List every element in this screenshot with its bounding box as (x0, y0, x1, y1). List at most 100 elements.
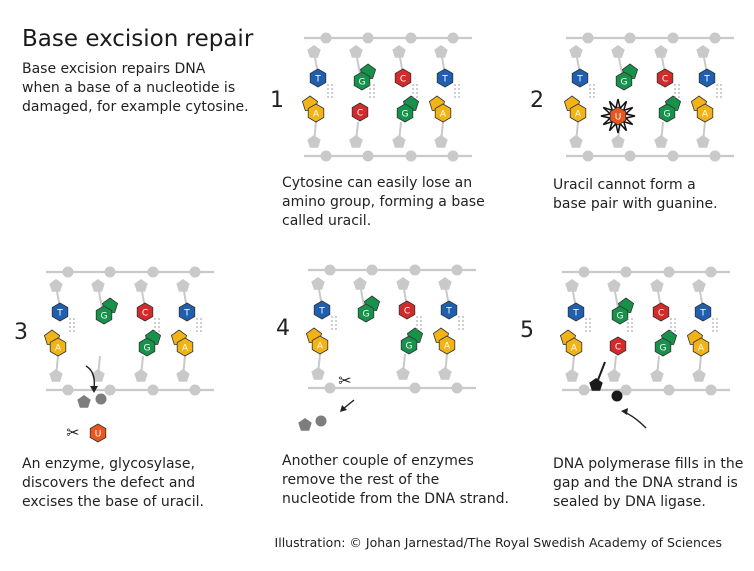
intro-line: when a base of a nucleotide is (22, 80, 236, 96)
caption-line: base pair with guanine. (553, 196, 718, 212)
caption-line: amino group, forming a base (282, 194, 485, 210)
phosphate-dot (582, 32, 594, 44)
base-letter: T (183, 309, 190, 319)
sugar-bond (440, 121, 444, 143)
purine-ring-large (311, 335, 329, 355)
phosphate-dot (62, 266, 74, 278)
phosphate-dot (362, 32, 374, 44)
base-letter: G (617, 312, 624, 322)
step-3-caption: An enzyme, glycosylase, discovers the de… (22, 455, 204, 512)
phosphate-dot (709, 32, 721, 44)
sugar-pentagon (298, 418, 312, 431)
arrow-curve (85, 365, 96, 389)
base-letter: A (571, 344, 578, 354)
purine-ring-large (696, 103, 714, 123)
pyrimidine-base (694, 302, 712, 322)
sugar-bond (698, 355, 702, 377)
purine-ring-large (434, 103, 452, 123)
sugar-bond (182, 355, 186, 377)
step-5-caption: DNA polymerase fills in the gap and the … (553, 455, 743, 512)
purine-ring-large (569, 103, 587, 123)
pyrimidine-base (313, 300, 331, 320)
base-letter: T (572, 309, 579, 319)
caption-line: sealed by DNA ligase. (553, 494, 706, 510)
base-letter: C (615, 343, 621, 353)
base-letter: U (615, 113, 622, 123)
pyrimidine-base (609, 106, 627, 126)
phosphate-dot (447, 150, 459, 162)
sugar-pentagon (176, 279, 190, 292)
intro-line: damaged, for example cytosine. (22, 99, 249, 115)
purine-ring-large (658, 103, 676, 123)
phosphate-dot (451, 382, 463, 394)
sugar-pentagon (396, 277, 410, 290)
sugar-pentagon (434, 45, 448, 58)
base-letter: A (702, 110, 709, 120)
purine-ring-large (353, 71, 371, 91)
sugar-bond (702, 121, 706, 143)
arrow-head (340, 405, 347, 412)
pyrimidine-base (309, 68, 327, 88)
caption-line: gap and the DNA strand is (553, 475, 738, 491)
caption-line: discovers the defect and (22, 475, 196, 491)
pyrimidine-base (398, 300, 416, 320)
step-3-number: 3 (14, 320, 28, 345)
base-letter: T (318, 307, 325, 317)
phosphate-dot (189, 384, 201, 396)
base-letter: A (55, 344, 62, 354)
step-4-number: 4 (276, 316, 290, 341)
phosphate-dot (95, 393, 107, 405)
sugar-bond (97, 355, 101, 377)
arrow-head (90, 386, 98, 393)
phosphate-dot (324, 382, 336, 394)
base-letter: C (142, 309, 148, 319)
phosphate-dot (611, 390, 623, 402)
base-letter: C (400, 75, 406, 85)
step-2-caption: Uracil cannot form a base pair with guan… (553, 176, 718, 214)
phosphate-dot (620, 266, 632, 278)
phosphate-dot (705, 384, 717, 396)
pyrimidine-base (89, 423, 107, 443)
sugar-bond (55, 355, 59, 377)
step-2-number: 2 (530, 88, 544, 113)
phosphate-dot (578, 266, 590, 278)
pyrimidine-base (136, 302, 154, 322)
arrow-curve (623, 411, 647, 429)
sugar-pentagon (650, 279, 664, 292)
purine-ring-large (396, 103, 414, 123)
phosphate-dot (405, 32, 417, 44)
purine-ring-large (654, 337, 672, 357)
arrow-line (342, 399, 355, 410)
caption-line: An enzyme, glycosylase, (22, 456, 195, 472)
base-letter: G (402, 110, 409, 120)
base-letter: G (144, 344, 151, 354)
scissors-icon: ✂ (66, 423, 79, 442)
phosphate-dot (104, 384, 116, 396)
base-letter: G (101, 312, 108, 322)
page-title: Base excision repair (22, 26, 254, 52)
base-letter: A (182, 344, 189, 354)
base-letter: A (444, 342, 451, 352)
sugar-pentagon (91, 279, 105, 292)
sugar-pentagon (77, 395, 91, 408)
base-letter: G (363, 310, 370, 320)
phosphate-dot (582, 150, 594, 162)
intro-line: Base excision repairs DNA (22, 61, 206, 77)
base-letter: T (56, 309, 63, 319)
phosphate-dot (320, 150, 332, 162)
purine-ring-large (49, 337, 67, 357)
sugar-bond (444, 353, 448, 375)
phosphate-dot (620, 384, 632, 396)
base-letter: T (699, 309, 706, 319)
base-letter: A (440, 110, 447, 120)
phosphate-dot (409, 382, 421, 394)
sugar-pentagon (438, 277, 452, 290)
arrow-head (621, 408, 628, 415)
intro-text: Base excision repairs DNA when a base of… (22, 60, 249, 117)
purine-ring-large (95, 305, 113, 325)
base-letter: T (445, 307, 452, 317)
